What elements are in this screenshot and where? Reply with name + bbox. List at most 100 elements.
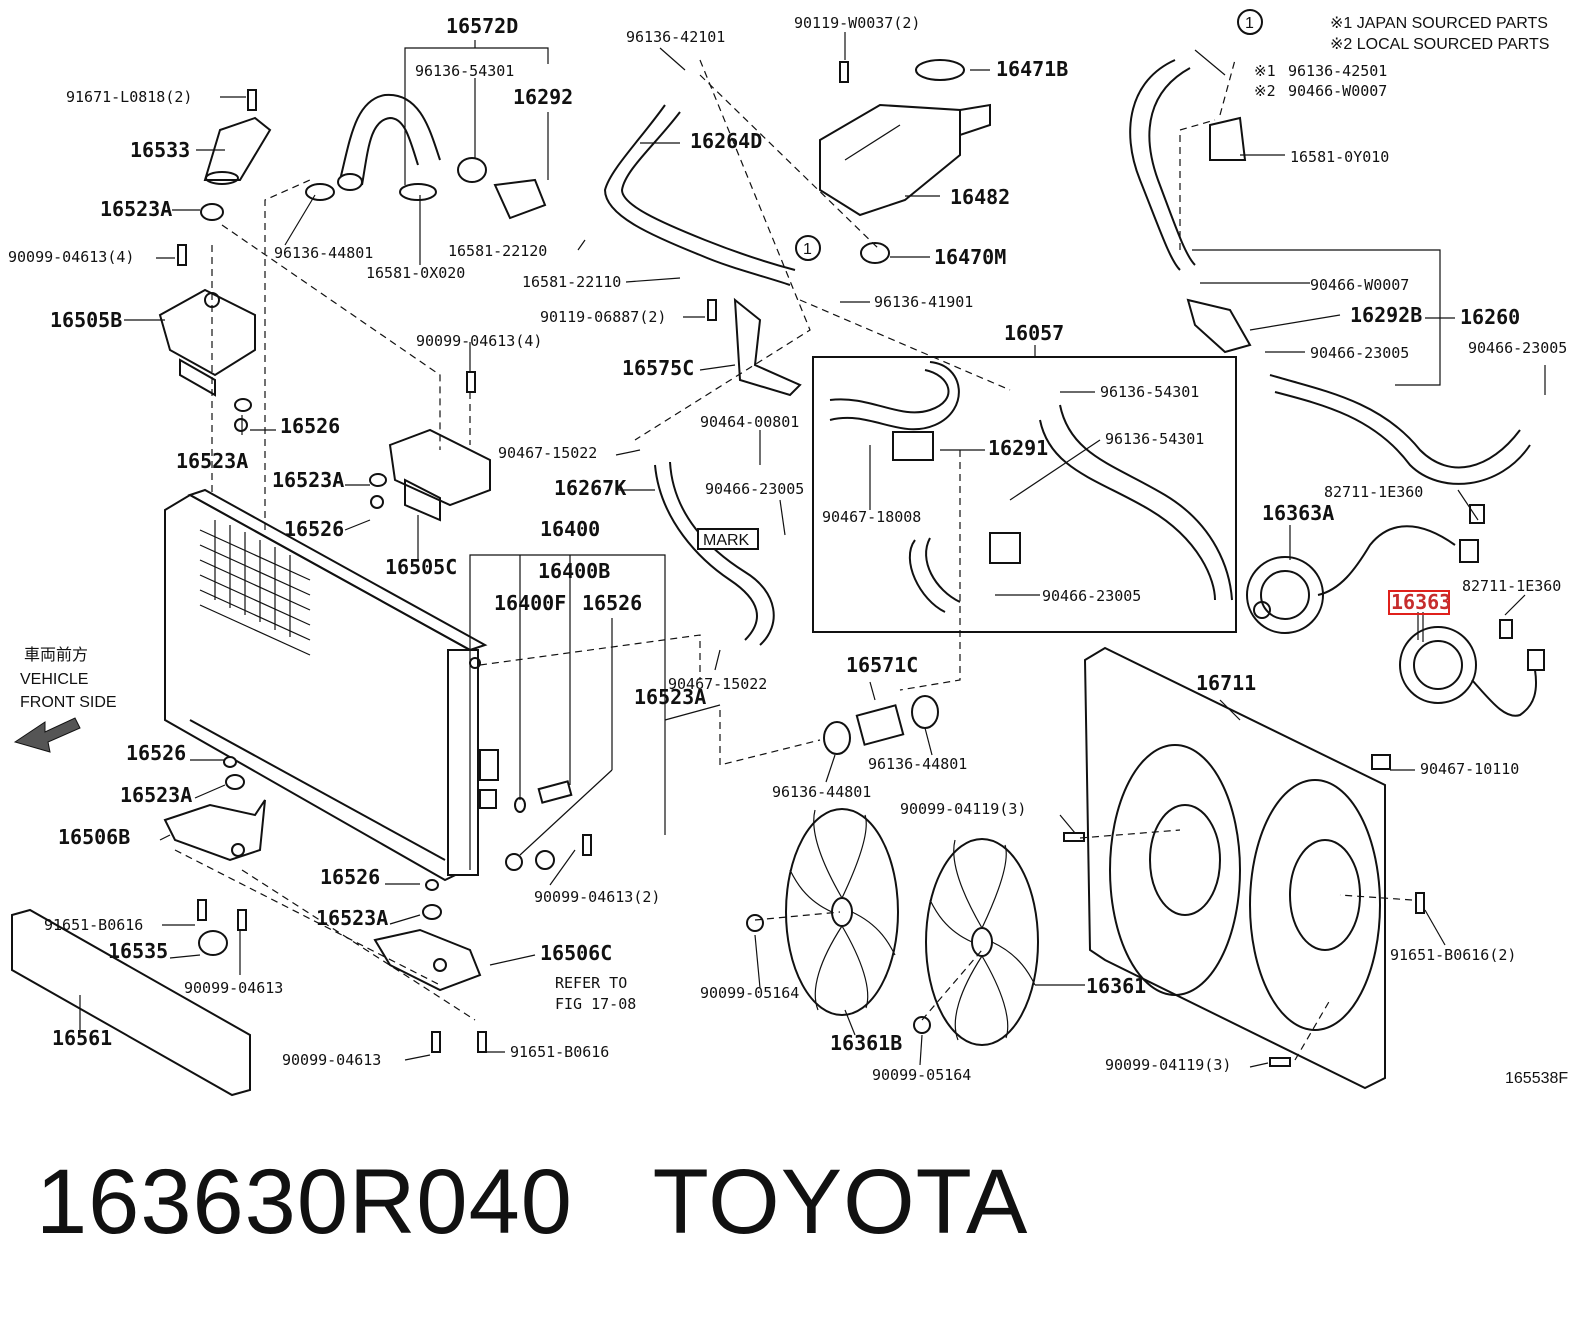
- part-label-l69: 16526: [320, 865, 380, 889]
- part-label-l29: 90464-00801: [700, 413, 799, 431]
- hose-16260-drawing: [1129, 59, 1196, 271]
- part-label-l03: 16292: [513, 85, 573, 109]
- part-label-l37: 16523A: [634, 685, 706, 709]
- bracket-16505b-drawing: [158, 288, 256, 397]
- vehicle-front-line1: VEHICLE: [20, 671, 88, 688]
- part-label-l52: 82711-1E360: [1324, 483, 1423, 501]
- part-label-l45: 90466-W0007: [1288, 82, 1387, 100]
- part-label-l67: 90099-04613: [184, 979, 283, 997]
- footer-title: 163630R040 TOYOTA: [36, 1150, 1028, 1255]
- callout-circle-icon: 1: [795, 235, 821, 261]
- part-label-l28: 90467-15022: [498, 444, 597, 462]
- part-label-l25: 16523A: [272, 468, 344, 492]
- part-label-l51: 90466-23005: [1468, 339, 1567, 357]
- part-label-l54: 82711-1E360: [1462, 577, 1561, 595]
- svg-text:1: 1: [803, 241, 812, 258]
- footer-brand: TOYOTA: [652, 1151, 1029, 1253]
- mark-label-box: MARK: [697, 528, 759, 550]
- detail-hose-drawing: [829, 361, 960, 431]
- hose-clamp-drawing: [305, 183, 335, 201]
- part-label-l33: 16400B: [538, 559, 610, 583]
- part-label-l17: 90119-06887(2): [540, 308, 666, 326]
- part-label-l06: 16523A: [100, 197, 172, 221]
- part-label-l42: 90467-18008: [822, 508, 921, 526]
- bracket-16506c-drawing: [373, 928, 482, 992]
- part-label-l19: 90119-W0037(2): [794, 14, 920, 32]
- part-label-l41: 96136-54301: [1105, 430, 1204, 448]
- part-label-l13: 96136-42101: [626, 28, 725, 46]
- upper-hose-drawing: [339, 93, 441, 186]
- svg-text:MARK: MARK: [703, 532, 750, 549]
- part-label-l78: 91651-B0616(2): [1390, 946, 1516, 964]
- part-label-l32: 16400: [540, 517, 600, 541]
- fan-motor-16363a-drawing: [1246, 525, 1456, 634]
- figure-code: 165538F: [1505, 1070, 1568, 1087]
- part-label-l58: 16711: [1196, 671, 1256, 695]
- part-label-l79: 90099-04119(3): [1105, 1056, 1231, 1074]
- bracket-16506b-drawing: [163, 799, 266, 862]
- part-label-l27: 16505C: [385, 555, 457, 579]
- part-label-l07: 90099-04613(4): [8, 248, 134, 266]
- part-label-l47: 90466-W0007: [1310, 276, 1409, 294]
- leader-lines: [79, 32, 1546, 1068]
- part-label-l68: 16561: [52, 1026, 112, 1050]
- part-label-l71: 16506C: [540, 941, 612, 965]
- part-label-l50: 90466-23005: [1310, 344, 1409, 362]
- part-label-l39: 96136-54301: [1100, 383, 1199, 401]
- part-label-l73: 91651-B0616: [510, 1043, 609, 1061]
- small-fasteners-drawing: [177, 61, 1425, 1067]
- part-label-l72: 90099-04613: [282, 1051, 381, 1069]
- part-label-l65: 91651-B0616: [44, 916, 143, 934]
- vehicle-front-arrow-icon: [13, 717, 81, 753]
- part-label-l60: 90099-04119(3): [900, 800, 1026, 818]
- part-label-l66: 16535: [108, 939, 168, 963]
- detail-hose-drawing: [908, 537, 961, 613]
- hose-clamp-drawing: [399, 183, 437, 201]
- fan-shroud-16711-drawing: [1083, 646, 1391, 1090]
- highlighted-part-label[interactable]: 16363: [1388, 590, 1451, 615]
- hose-16260-drawing: [1269, 374, 1531, 485]
- part-label-l63: 16506B: [58, 825, 130, 849]
- part-label-l14: 16264D: [690, 129, 762, 153]
- part-label-l20: 16471B: [996, 57, 1068, 81]
- part-label-l08: 16505B: [50, 308, 122, 332]
- part-label-l05: 16533: [130, 138, 190, 162]
- fan-16361b-drawing: [785, 808, 899, 1016]
- part-label-l09: 16526: [280, 414, 340, 438]
- part-label-l59: 90467-10110: [1420, 760, 1519, 778]
- callout-circle-icon: 1: [1237, 9, 1263, 35]
- part-label-l24: 90099-04613(4): [416, 332, 542, 350]
- vehicle-front-jp: 車両前方: [24, 646, 88, 664]
- part-label-l80: ※1: [1254, 62, 1276, 80]
- fitting-drawing: [989, 532, 1021, 564]
- connector-82711-drawing: [1459, 504, 1513, 639]
- part-label-l48: 16292B: [1350, 303, 1422, 327]
- part-label-l02: 96136-54301: [415, 62, 514, 80]
- svg-text:1: 1: [1245, 15, 1254, 32]
- part-label-l74: 90099-05164: [700, 984, 799, 1002]
- bracket-16533-drawing: [203, 116, 272, 185]
- vehicle-front-line2: FRONT SIDE: [20, 694, 117, 711]
- part-label-l38: 16057: [1004, 321, 1064, 345]
- part-label-l53: 16363A: [1262, 501, 1334, 525]
- detail-hose-drawing: [1039, 404, 1233, 601]
- refer-to-line1: REFER TO: [555, 974, 627, 992]
- part-label-l11: 96136-44801: [274, 244, 373, 262]
- part-label-l81: ※2: [1254, 82, 1276, 100]
- part-label-l44: 96136-42501: [1288, 62, 1387, 80]
- hose-16264d-drawing: [603, 104, 796, 286]
- part-label-l23: 96136-41901: [874, 293, 973, 311]
- part-label-l16: 16581-22110: [522, 273, 621, 291]
- hose-16571c-drawing: [823, 695, 939, 755]
- part-label-l10: 16523A: [176, 449, 248, 473]
- detail-box-16057: [812, 356, 1237, 633]
- part-label-l57: 96136-44801: [772, 783, 871, 801]
- part-label-l61: 16526: [126, 741, 186, 765]
- fan-16361-drawing: [925, 838, 1039, 1046]
- part-label-l64: 90099-04613(2): [534, 888, 660, 906]
- outlet-16292-drawing: [493, 178, 547, 220]
- part-label-l01: 16572D: [446, 14, 518, 38]
- part-label-l26: 16526: [284, 517, 344, 541]
